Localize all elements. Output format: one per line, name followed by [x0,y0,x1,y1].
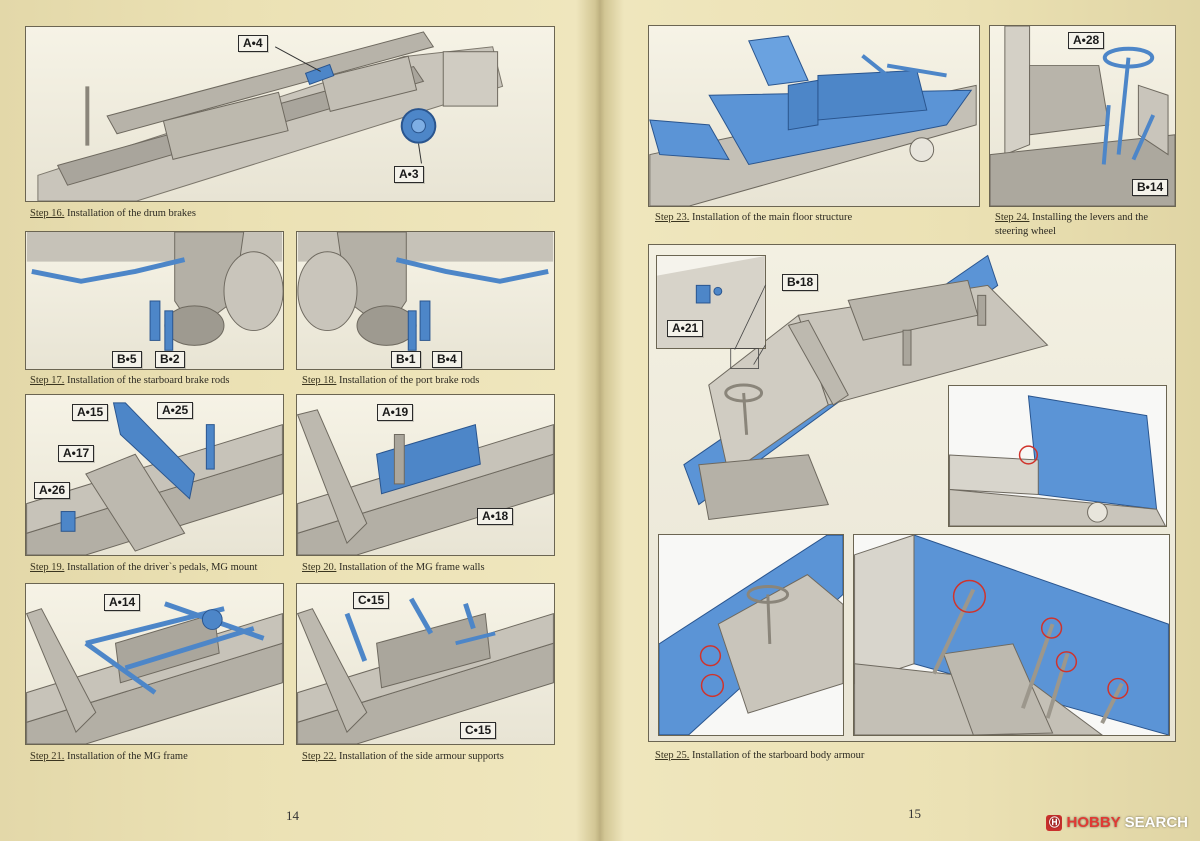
step17-caption: Step 17. Installation of the starboard b… [30,374,229,388]
floor-drawing [297,597,554,744]
left-page: A•4 A•3 Step 16. Installation of the dru… [25,26,555,823]
step-number: Step 23. [655,212,690,223]
part-label-a4: A•4 [238,35,268,52]
step19-caption: Step 19. Installation of the driver`s pe… [30,561,257,575]
step23-illustration [648,25,980,207]
levers-drawing [990,26,1175,206]
page-number-right: 15 [908,806,921,821]
part-label-a25: A•25 [157,402,194,419]
hobbysearch-logo-icon: Ⓗ [1046,814,1063,831]
step16-illustration: A•4 A•3 [25,26,555,202]
interior-detail-inset [853,534,1170,736]
step-text: Installation of the side armour supports [339,751,504,762]
right-page: Step 23. Installation of the main floor … [600,0,1200,841]
step19-illustration: A•15 A•25 A•17 A•26 [25,394,284,556]
hobbysearch-watermark: Ⓗ HOBBY SEARCH [1046,814,1188,831]
step-text: Installation of the port brake rods [339,375,480,386]
step21-caption: Step 21. Installation of the MG frame [30,750,188,764]
floor-drawing [26,402,283,555]
part-label-a26: A•26 [34,482,71,499]
part-label-c15-bottom: C•15 [460,722,497,739]
step-text: Installation of the MG frame walls [339,562,485,573]
step-number: Step 19. [30,562,65,573]
rear-view-inset [948,385,1167,527]
part-label-a3: A•3 [394,166,424,183]
part-label-c15-top: C•15 [353,592,390,609]
detail-inset-a21: A•21 [656,255,766,349]
step-number: Step 25. [655,750,690,761]
step24-illustration: A•28 B•14 [989,25,1176,207]
floor-structure-drawing [649,35,977,206]
axle-drawing [297,232,554,351]
step16-caption: Step 16. Installation of the drum brakes [30,207,196,221]
step23-caption: Step 23. Installation of the main floor … [655,211,852,225]
part-label-b14: B•14 [1132,179,1169,196]
step-number: Step 22. [302,751,337,762]
rear-view-drawing [949,395,1166,526]
step22-caption: Step 22. Installation of the side armour… [302,750,504,764]
part-label-a18: A•18 [477,508,514,525]
step24-caption: Step 24. Installing the levers and the s… [995,211,1180,239]
step17-illustration: B•5 B•2 [25,231,284,370]
step-number: Step 20. [302,562,337,573]
step-text: Installation of the main floor structure [692,212,853,223]
page-number-left: 14 [286,808,299,823]
step20-caption: Step 20. Installation of the MG frame wa… [302,561,485,575]
part-label-a28: A•28 [1068,32,1105,49]
step25-caption: Step 25. Installation of the starboard b… [655,749,864,763]
step-number: Step 17. [30,375,65,386]
watermark-brand-hobby: HOBBY [1066,814,1121,831]
step-text: Installation of the starboard body armou… [692,750,865,761]
part-label-b5: B•5 [112,351,142,368]
part-label-a19: A•19 [377,404,414,421]
part-label-b2: B•2 [155,351,185,368]
watermark-brand-search: SEARCH [1124,814,1188,831]
body-armour-drawing [683,254,1049,521]
floor-drawing [297,409,554,555]
floor-drawing [26,601,283,744]
part-label-a15: A•15 [72,404,109,421]
part-label-b18: B•18 [782,274,819,291]
cab-detail-inset [658,534,844,736]
step22-illustration: C•15 C•15 [296,583,555,745]
step-number: Step 18. [302,375,337,386]
step25-frame: A•21 B•18 [648,244,1176,742]
axle-drawing [26,232,283,351]
part-label-a21: A•21 [667,320,704,337]
step-number: Step 24. [995,212,1030,223]
part-label-a17: A•17 [58,445,95,462]
part-label-a14: A•14 [104,594,141,611]
step18-caption: Step 18. Installation of the port brake … [302,374,479,388]
step20-illustration: A•19 A•18 [296,394,555,556]
step-number: Step 21. [30,751,65,762]
part-label-b1: B•1 [391,351,421,368]
cab-detail-drawing [659,535,843,735]
part-label-b4: B•4 [432,351,462,368]
step-text: Installing the levers and the steering w… [995,212,1149,237]
chassis-drawing [37,31,504,201]
step21-illustration: A•14 [25,583,284,745]
interior-detail-drawing [854,535,1169,735]
step-text: Installation of the MG frame [67,751,188,762]
step-number: Step 16. [30,208,65,219]
step-text: Installation of the starboard brake rods [67,375,230,386]
step18-illustration: B•1 B•4 [296,231,555,370]
step-text: Installation of the driver`s pedals, MG … [67,562,258,573]
step-text: Installation of the drum brakes [67,208,196,219]
